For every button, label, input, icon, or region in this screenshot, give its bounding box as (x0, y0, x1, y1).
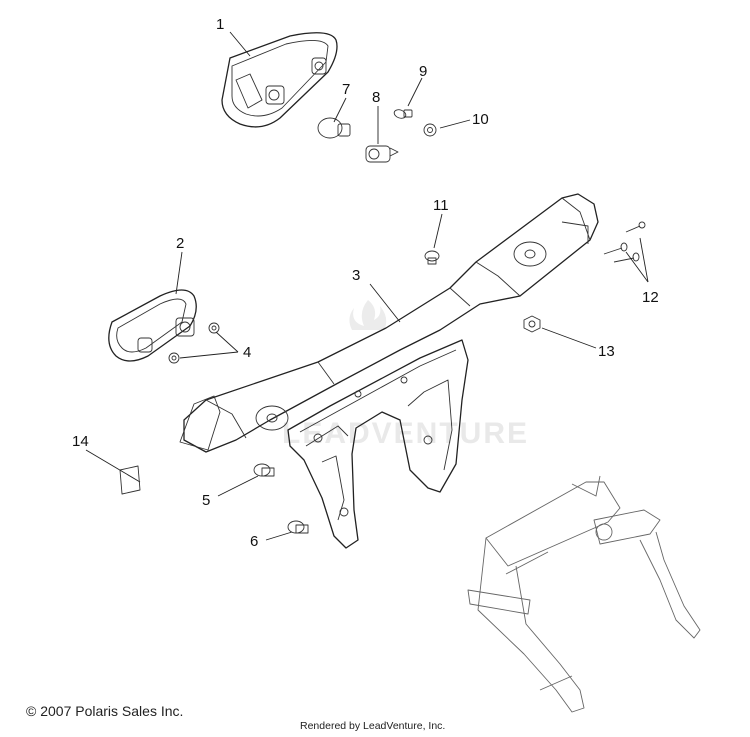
part-7-bulb (317, 117, 351, 139)
callout-4: 4 (243, 344, 251, 361)
callout-9: 9 (419, 63, 427, 80)
callout-1: 1 (216, 16, 224, 33)
part-5-bolt (253, 463, 275, 477)
reference-frame (467, 475, 701, 713)
part-8-socket (365, 145, 399, 163)
callout-numbers: 1 2 3 4 5 6 7 8 9 10 11 12 13 14 (72, 16, 659, 550)
callout-7: 7 (342, 81, 350, 98)
watermark-flame-icon (349, 300, 387, 330)
part-1-light-housing (221, 32, 338, 128)
callout-11: 11 (433, 197, 449, 214)
rendered-by-text: Rendered by LeadVenture, Inc. (300, 720, 446, 732)
callout-6: 6 (250, 533, 258, 550)
part-3-frame-bracket (179, 193, 599, 549)
callout-10: 10 (472, 111, 489, 128)
leader-lines (85, 31, 649, 541)
part-2-light-housing (108, 289, 197, 362)
callout-13: 13 (598, 343, 615, 360)
part-4-nuts (168, 322, 220, 364)
callout-2: 2 (176, 235, 184, 252)
callout-12: 12 (642, 289, 659, 306)
part-10-small-socket (423, 123, 437, 137)
callout-5: 5 (202, 492, 210, 509)
part-14-decal (119, 465, 141, 495)
part-11-push-rivet (424, 250, 440, 265)
callout-14: 14 (72, 433, 89, 450)
callout-8: 8 (372, 89, 380, 106)
part-13-nut (523, 315, 541, 333)
part-6-bolt (287, 520, 309, 534)
part-12-screws (603, 221, 646, 263)
watermark: LEADVENTURE (282, 300, 527, 450)
callout-3: 3 (352, 267, 360, 284)
part-9-small-bulb (393, 109, 413, 119)
copyright-text: © 2007 Polaris Sales Inc. (26, 703, 184, 719)
